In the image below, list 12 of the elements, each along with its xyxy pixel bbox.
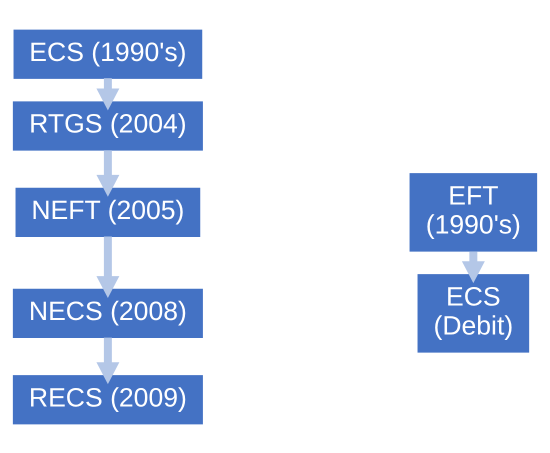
arrow bbox=[96, 337, 120, 384]
node-box: ECS (Debit) bbox=[418, 274, 530, 352]
node-box: EFT (1990's) bbox=[410, 172, 538, 252]
arrow bbox=[96, 150, 120, 196]
arrow bbox=[462, 250, 485, 283]
arrow bbox=[96, 236, 120, 298]
node-box: NECS (2008) bbox=[12, 288, 203, 338]
node-box: ECS (1990's) bbox=[14, 29, 202, 78]
node-box: RTGS (2004) bbox=[12, 100, 203, 150]
node-box: RECS (2009) bbox=[12, 374, 203, 424]
arrow bbox=[96, 78, 120, 110]
node-box: NEFT (2005) bbox=[16, 187, 200, 236]
